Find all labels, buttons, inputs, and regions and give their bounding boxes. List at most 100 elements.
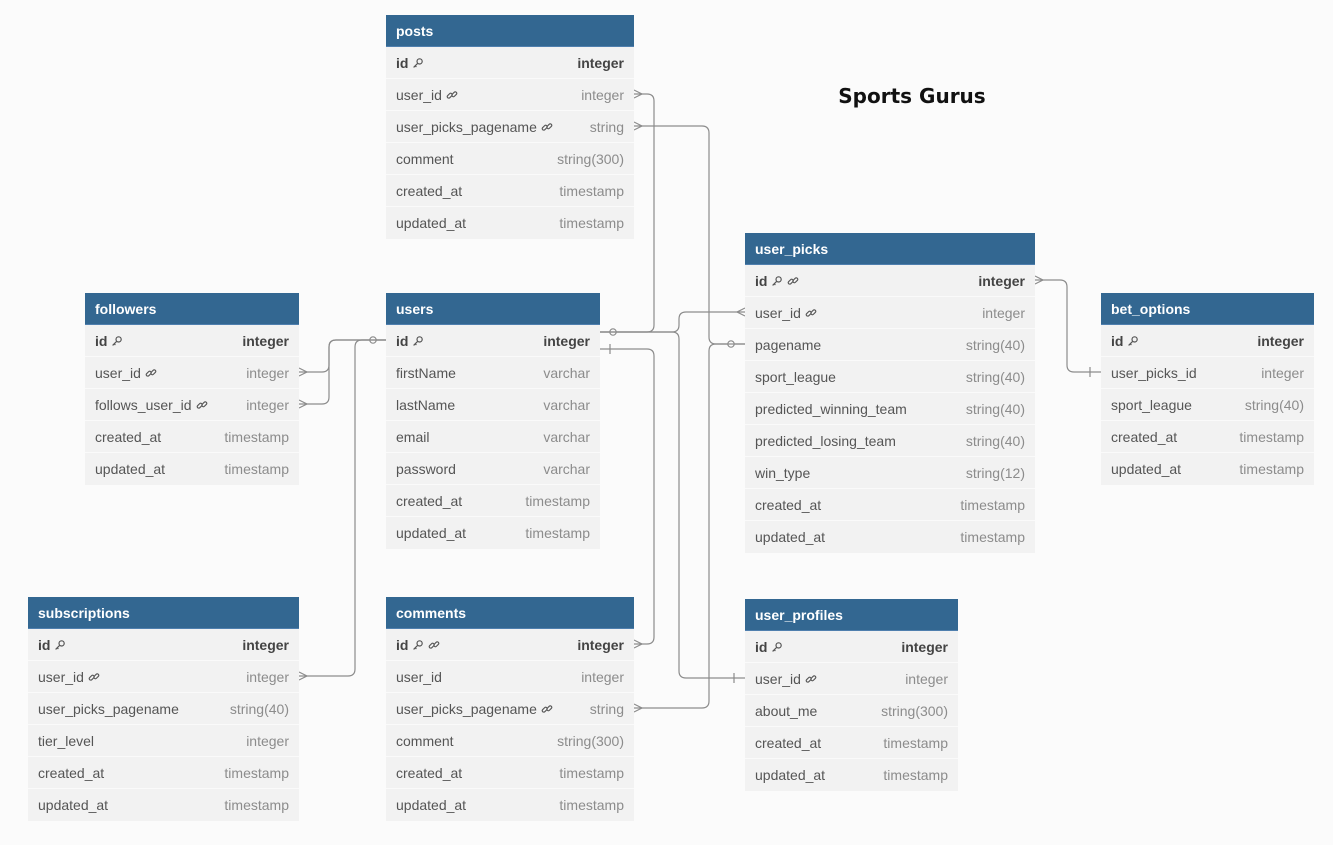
field-name: created_at <box>1111 428 1178 445</box>
field-name-group: created_at <box>95 429 161 445</box>
table-header[interactable]: users <box>386 293 600 325</box>
crows-foot-marker <box>633 639 644 649</box>
field-name: win_type <box>755 464 811 481</box>
field-row[interactable]: updated_at timestamp <box>28 789 299 821</box>
table-header[interactable]: user_profiles <box>745 599 958 631</box>
field-name: user_picks_pagename <box>38 700 179 717</box>
field-type: integer <box>1257 332 1304 349</box>
table-header[interactable]: followers <box>85 293 299 325</box>
field-name: updated_at <box>396 525 467 541</box>
table-header[interactable]: bet_options <box>1101 293 1314 325</box>
optional-marker <box>369 336 377 344</box>
relationship-line <box>634 343 745 709</box>
field-type: integer <box>901 638 948 655</box>
field-type: timestamp <box>525 492 590 509</box>
field-name-group: updated_at <box>38 797 108 813</box>
field-name-group: user_picks_pagename <box>396 701 553 717</box>
table-header[interactable]: posts <box>386 15 634 47</box>
field-row[interactable]: win_type string(12) <box>745 457 1035 489</box>
field-type: integer <box>246 732 289 749</box>
field-type: string(300) <box>557 150 624 167</box>
link-icon <box>145 367 157 379</box>
key-icon <box>771 275 783 287</box>
table-header[interactable]: user_picks <box>745 233 1035 265</box>
field-name: id <box>755 272 768 289</box>
table-header[interactable]: subscriptions <box>28 597 299 629</box>
relationship-line <box>299 339 386 373</box>
field-name-group: predicted_winning_team <box>755 401 907 417</box>
field-name: user_id <box>396 668 442 685</box>
field-name: created_at <box>38 764 105 781</box>
field-name-group: predicted_losing_team <box>755 433 896 449</box>
field-name: user_picks_id <box>1111 364 1197 381</box>
field-type: timestamp <box>224 797 289 813</box>
table-header[interactable]: comments <box>386 597 634 629</box>
link-icon <box>787 275 799 287</box>
link-icon <box>541 121 553 133</box>
field-name: created_at <box>396 182 463 199</box>
field-name-group: updated_at <box>396 525 466 541</box>
field-type: integer <box>246 396 289 413</box>
field-name-group: id <box>396 333 424 349</box>
field-name: user_id <box>396 86 442 103</box>
field-name-group: user_id <box>396 87 458 103</box>
field-type: string(12) <box>965 464 1025 481</box>
